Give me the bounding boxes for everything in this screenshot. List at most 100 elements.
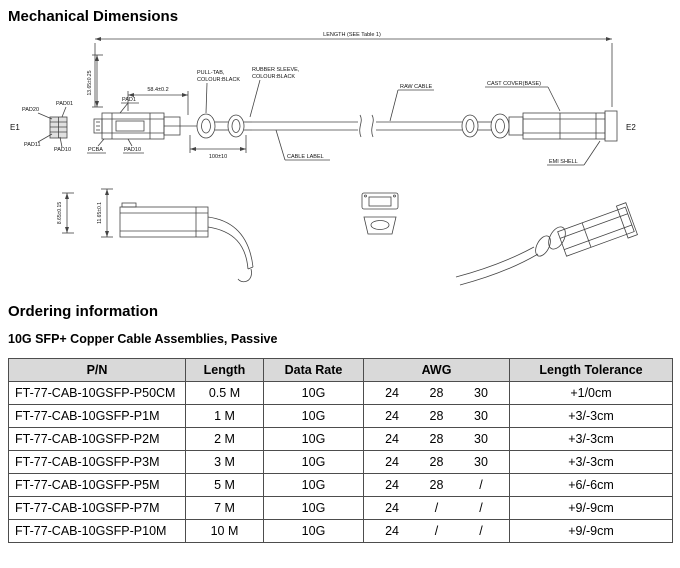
awg-value: 24 <box>385 524 399 538</box>
dim-11-65: 11.65±0.1 <box>97 202 103 224</box>
dim-100: 100±10 <box>209 154 227 160</box>
awg-value: / <box>479 524 483 538</box>
table-row: FT-77-CAB-10GSFP-P1M 1 M 10G 24 28 30 +3/-… <box>8 404 673 428</box>
length-cell: 3 M <box>185 450 264 474</box>
length-cell: 0.5 M <box>185 381 264 405</box>
ordering-section-title: Ordering information <box>8 303 158 320</box>
col-header-data-rate: Data Rate <box>263 358 364 382</box>
awg-value: 24 <box>385 501 399 515</box>
tolerance-cell: +3/-3cm <box>509 404 673 428</box>
pn-cell: FT-77-CAB-10GSFP-P5M <box>8 473 186 497</box>
awg-cell: 24 28 30 <box>363 427 510 451</box>
length-cell: 2 M <box>185 427 264 451</box>
page-title: Mechanical Dimensions <box>8 8 179 25</box>
perspective-view <box>455 202 638 286</box>
tolerance-cell: +3/-3cm <box>509 427 673 451</box>
data-rate-cell: 10G <box>263 519 364 543</box>
pn-cell: FT-77-CAB-10GSFP-P10M <box>8 519 186 543</box>
label-pad1: PAD1 <box>122 97 136 103</box>
pad-detail-view <box>37 106 68 148</box>
tolerance-cell: +6/-6cm <box>509 473 673 497</box>
label-pad10: PAD10 <box>54 147 71 153</box>
awg-value: 30 <box>474 455 488 469</box>
callout-cast-cover: CAST COVER(BASE) <box>487 81 541 87</box>
awg-value: 28 <box>429 432 444 446</box>
overall-length-dimension <box>94 38 613 107</box>
col-header-awg: AWG <box>363 358 510 382</box>
tolerance-cell: +1/0cm <box>509 381 673 405</box>
awg-value: 24 <box>385 478 399 492</box>
dimension-arrows <box>65 37 612 237</box>
awg-cell: 24 28 30 <box>363 450 510 474</box>
table-subtitle: 10G SFP+ Copper Cable Assemblies, Passiv… <box>8 332 278 346</box>
awg-cell: 24// <box>363 496 510 520</box>
label-pad11: PAD11 <box>24 142 41 148</box>
length-cell: 5 M <box>185 473 264 497</box>
pn-cell: FT-77-CAB-10GSFP-P1M <box>8 404 186 428</box>
ordering-table: P/N Length Data Rate AWG Length Toleranc… <box>8 358 673 543</box>
height-dimension <box>92 54 103 108</box>
left-connector-body <box>87 102 197 154</box>
right-rings <box>461 113 510 139</box>
callout-pull-tab-line1: PULL-TAB, <box>197 70 225 76</box>
awg-value: 24 <box>385 386 399 400</box>
label-pcb-pad10: PAD10 <box>124 147 141 153</box>
dim-58-4: 58.4±0.2 <box>147 87 168 93</box>
right-connector-body <box>485 86 618 166</box>
awg-value: / <box>479 501 483 515</box>
front-view <box>361 192 399 235</box>
awg-value: 28 <box>429 409 444 423</box>
awg-value: 24 <box>385 409 399 423</box>
awg-value: 28 <box>429 455 444 469</box>
side-view <box>62 188 254 283</box>
callout-cable-label: CABLE LABEL <box>287 154 324 160</box>
callout-emi-shell: EMI SHELL <box>549 159 578 165</box>
pn-cell: FT-77-CAB-10GSFP-P7M <box>8 496 186 520</box>
col-header-pn: P/N <box>8 358 186 382</box>
callout-rubber-line2: COLOUR:BLACK <box>252 74 295 80</box>
col-header-tolerance: Length Tolerance <box>509 358 673 382</box>
pulltab-length-dimension <box>189 135 247 153</box>
data-rate-cell: 10G <box>263 496 364 520</box>
length-cell: 10 M <box>185 519 264 543</box>
dim-8-65: 8.65±0.15 <box>57 202 63 224</box>
col-header-length: Length <box>185 358 264 382</box>
table-header-row: P/N Length Data Rate AWG Length Toleranc… <box>8 358 673 382</box>
dim-13-65: 13.65±0.25 <box>87 70 93 95</box>
length-cell: 7 M <box>185 496 264 520</box>
label-e2: E2 <box>626 123 636 132</box>
callout-rubber-line1: RUBBER SLEEVE, <box>252 67 300 73</box>
label-pad20: PAD20 <box>22 107 39 113</box>
pull-tab-rings <box>196 79 261 139</box>
awg-value: 30 <box>474 432 488 446</box>
awg-cell: 24 28 30 <box>363 404 510 428</box>
awg-value: 30 <box>474 409 488 423</box>
callout-pull-tab-line2: COLOUR:BLACK <box>197 77 240 83</box>
length-cell: 1 M <box>185 404 264 428</box>
tolerance-cell: +9/-9cm <box>509 519 673 543</box>
awg-value: 24 <box>385 432 399 446</box>
awg-value: 28 <box>429 478 444 492</box>
label-e1: E1 <box>10 123 20 132</box>
cable <box>252 89 462 161</box>
pn-cell: FT-77-CAB-10GSFP-P50CM <box>8 381 186 405</box>
awg-value: 30 <box>474 386 488 400</box>
data-rate-cell: 10G <box>263 473 364 497</box>
label-length-note: LENGTH (SEE Table 1) <box>323 32 381 38</box>
data-rate-cell: 10G <box>263 381 364 405</box>
table-row: FT-77-CAB-10GSFP-P7M 7 M 10G 24// +9/-9c… <box>8 496 673 520</box>
pn-cell: FT-77-CAB-10GSFP-P2M <box>8 427 186 451</box>
label-pad01: PAD01 <box>56 101 73 107</box>
data-rate-cell: 10G <box>263 404 364 428</box>
tolerance-cell: +9/-9cm <box>509 496 673 520</box>
data-rate-cell: 10G <box>263 427 364 451</box>
label-pcba: PCBA <box>88 147 103 153</box>
pn-cell: FT-77-CAB-10GSFP-P3M <box>8 450 186 474</box>
table-row: FT-77-CAB-10GSFP-P10M 10 M 10G 24// +9/-… <box>8 519 673 543</box>
mechanical-drawing: LENGTH (SEE Table 1) E1 E2 PAD20 PAD01 P… <box>10 32 638 286</box>
table-row: FT-77-CAB-10GSFP-P2M 2 M 10G 24 28 30 +3/-… <box>8 427 673 451</box>
awg-value: 24 <box>385 455 399 469</box>
